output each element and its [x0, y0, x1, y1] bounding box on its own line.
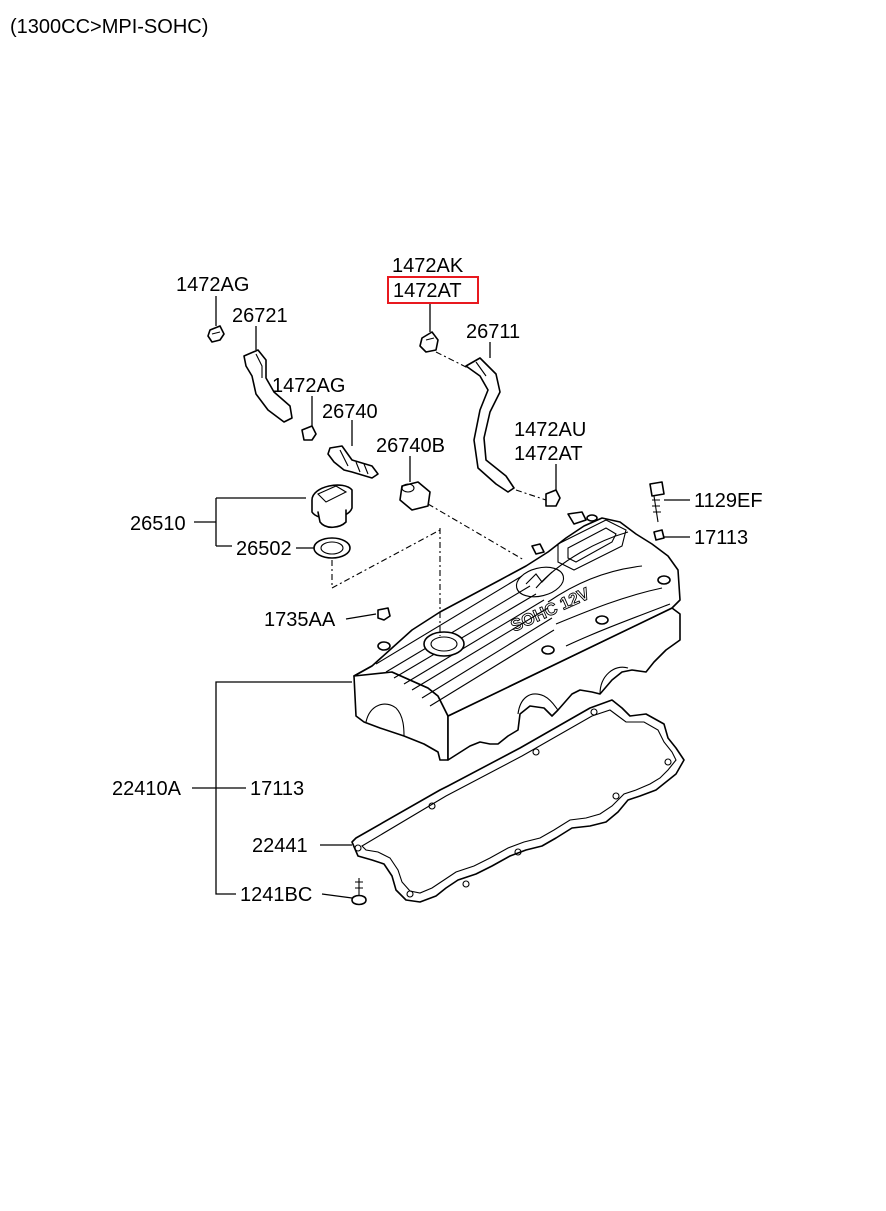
label-1472au[interactable]: 1472AU — [514, 419, 586, 441]
label-17113-left[interactable]: 17113 — [250, 778, 304, 800]
bolt-1129ef[interactable] — [649, 481, 665, 523]
pcv-valve[interactable] — [327, 445, 379, 479]
label-26510[interactable]: 26510 — [130, 513, 186, 535]
label-1472at-top[interactable]: 1472AT — [393, 280, 462, 302]
label-26502[interactable]: 26502 — [236, 538, 292, 560]
rocker-cover[interactable]: SOHC 12V — [353, 511, 681, 761]
label-1472at-right[interactable]: 1472AT — [514, 443, 583, 465]
label-26740[interactable]: 26740 — [322, 401, 378, 423]
phantom-line — [435, 351, 469, 369]
filler-cap-o-ring[interactable] — [313, 537, 351, 559]
hose-clamp-1472at-top[interactable] — [419, 331, 439, 353]
breather-hose-26711[interactable] — [465, 357, 515, 493]
phantom-line — [427, 503, 525, 561]
highlight-box — [387, 276, 479, 304]
hose-clamp-1472ag-mid[interactable] — [301, 425, 317, 441]
label-1472ak[interactable]: 1472AK — [392, 255, 464, 277]
hose-clamp-1472au[interactable] — [545, 489, 561, 507]
oil-filler-cap[interactable] — [311, 484, 353, 529]
grommet-26740b[interactable] — [399, 481, 431, 511]
phantom-line — [515, 489, 547, 501]
label-26740b[interactable]: 26740B — [376, 435, 445, 457]
label-1735aa[interactable]: 1735AA — [264, 609, 336, 631]
label-1472ag-mid[interactable]: 1472AG — [272, 375, 345, 397]
plug-1735aa[interactable] — [377, 607, 391, 621]
label-22441[interactable]: 22441 — [252, 835, 308, 857]
label-1472ag-top[interactable]: 1472AG — [176, 274, 249, 296]
label-1241bc[interactable]: 1241BC — [240, 884, 312, 906]
rocker-cover-gasket[interactable] — [351, 699, 685, 903]
label-26721[interactable]: 26721 — [232, 305, 288, 327]
breather-hose-26721[interactable] — [243, 349, 293, 423]
engine-spec-title: (1300CC>MPI-SOHC) — [10, 16, 208, 38]
label-1129ef[interactable]: 1129EF — [694, 490, 763, 512]
label-26711[interactable]: 26711 — [466, 321, 520, 343]
label-17113-right[interactable]: 17113 — [694, 527, 748, 549]
hose-clamp-1472ag-top[interactable] — [207, 325, 225, 343]
label-22410a[interactable]: 22410A — [112, 778, 182, 800]
nut-17113[interactable] — [653, 529, 665, 541]
bolt-1241bc[interactable] — [351, 878, 367, 906]
phantom-line — [331, 529, 441, 589]
